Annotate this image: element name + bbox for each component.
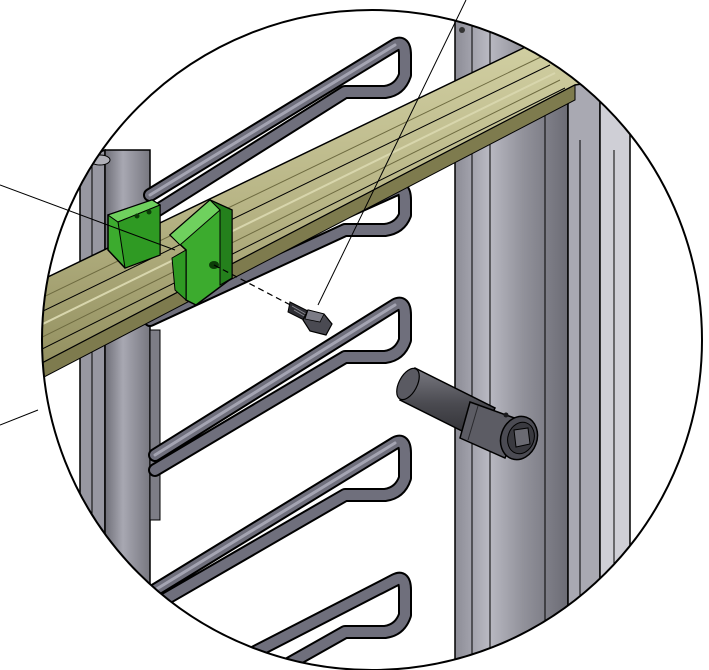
- rack-arm-4: [148, 434, 412, 612]
- leader-lines: [0, 0, 467, 426]
- leader-line-screw: [317, 0, 467, 306]
- rack-arm-1: [143, 36, 412, 222]
- insertion-path: [213, 264, 301, 311]
- rack-arm-5: [213, 571, 412, 670]
- wire-rack-arms: [143, 36, 412, 670]
- hex-screw: [287, 301, 333, 336]
- leader-line-bracket: [0, 184, 176, 251]
- socket-tool: [396, 366, 539, 461]
- leader-line-post: [0, 409, 39, 426]
- green-bracket: [106, 199, 233, 306]
- rack-arm-3: [148, 296, 412, 477]
- detail-circle-outline: [41, 9, 703, 670]
